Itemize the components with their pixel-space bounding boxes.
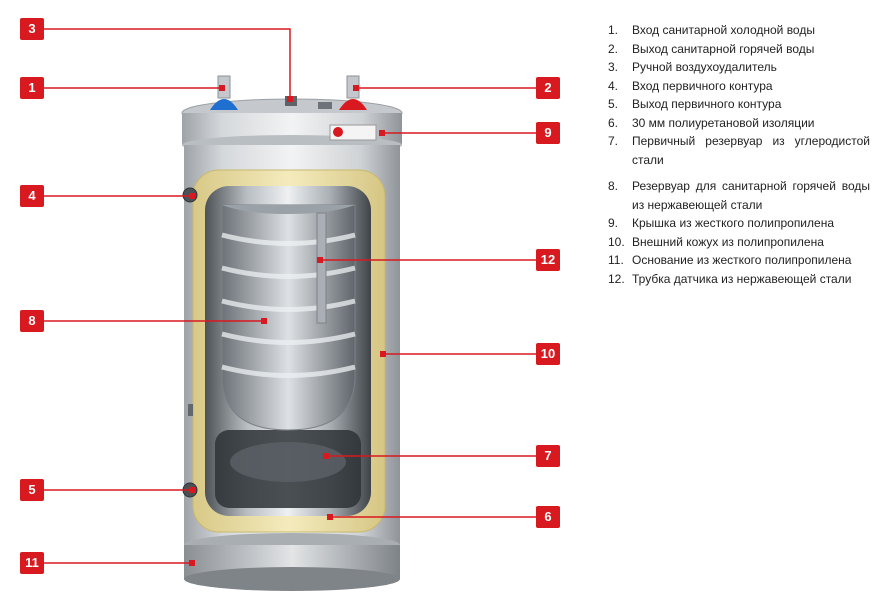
legend-text: Первичный резервуар из углеродистой стал… bbox=[632, 134, 870, 167]
callout-6: 6 bbox=[536, 506, 560, 528]
legend-number: 1. bbox=[608, 23, 619, 37]
leader-3 bbox=[44, 28, 291, 98]
legend-list: 1. Вход санитарной холодной воды 2. Выход … bbox=[608, 21, 870, 288]
cold-water-inlet bbox=[210, 75, 238, 110]
legend-text: Выход первичного контура bbox=[632, 97, 782, 111]
callout-2: 2 bbox=[536, 77, 560, 99]
callout-10: 10 bbox=[536, 343, 560, 365]
callout-11: 11 bbox=[20, 552, 44, 574]
callout-4: 4 bbox=[20, 185, 44, 207]
legend-item-4: 4. Вход первичного контура bbox=[608, 77, 870, 96]
legend-number: 5. bbox=[608, 97, 619, 111]
legend-item-12: 12. Трубка датчика из нержавеющей стали bbox=[608, 270, 870, 289]
legend-item-1: 1. Вход санитарной холодной воды bbox=[608, 21, 870, 40]
legend-item-6: 6. 30 мм полиуретановой изоляции bbox=[608, 114, 870, 133]
dhw-tank bbox=[221, 204, 356, 431]
legend-text: Вход санитарной холодной воды bbox=[632, 23, 815, 37]
legend-number: 2. bbox=[608, 41, 619, 56]
legend-text: Трубка датчика из нержавеющей стали bbox=[632, 271, 852, 286]
legend-text: 30 мм полиуретановой изоляции bbox=[632, 115, 815, 130]
legend-number: 9. bbox=[608, 216, 619, 230]
brand-badge bbox=[329, 124, 377, 141]
legend-text: Резервуар для санитарной горячей воды из… bbox=[632, 179, 870, 212]
callout-12: 12 bbox=[536, 249, 560, 271]
legend-item-3: 3. Ручной воздухоудалитель bbox=[608, 58, 870, 77]
legend-item-9: 9. Крышка из жесткого полипропилена bbox=[608, 214, 870, 233]
callout-7: 7 bbox=[536, 445, 560, 467]
legend-number: 11. bbox=[608, 253, 624, 267]
legend-number: 12. bbox=[608, 271, 625, 286]
legend-text: Ручной воздухоудалитель bbox=[632, 60, 777, 74]
legend-number: 7. bbox=[608, 134, 619, 148]
legend-text: Вход первичного контура bbox=[632, 78, 773, 93]
base bbox=[184, 545, 400, 591]
side-port bbox=[188, 404, 193, 416]
legend-item-5: 5. Выход первичного контура bbox=[608, 95, 870, 114]
leader-lines bbox=[44, 28, 536, 564]
leader-dots bbox=[189, 85, 386, 566]
callout-3: 3 bbox=[20, 18, 44, 40]
legend-text: Крышка из жесткого полипропилена bbox=[632, 216, 834, 230]
legend-number: 3. bbox=[608, 60, 619, 74]
legend-number: 4. bbox=[608, 78, 619, 93]
legend-number: 6. bbox=[608, 115, 619, 130]
legend-text: Выход санитарной горячей воды bbox=[632, 41, 815, 56]
heat-exchanger-coil bbox=[221, 232, 356, 378]
legend-item-11: 11. Основание из жесткого полипропилена bbox=[608, 251, 870, 270]
legend-item-8: 8. Резервуар для санитарной горячей воды … bbox=[608, 177, 870, 214]
callout-1: 1 bbox=[20, 77, 44, 99]
legend-number: 10. bbox=[608, 234, 625, 249]
legend-item-7: 7. Первичный резервуар из углеродистой ст… bbox=[608, 132, 870, 169]
legend-text: Основание из жесткого полипропилена bbox=[632, 253, 852, 267]
legend-item-10: 10. Внешний кожух из полипропилена bbox=[608, 233, 870, 252]
callout-8: 8 bbox=[20, 310, 44, 332]
hot-water-outlet bbox=[339, 75, 367, 110]
callout-9: 9 bbox=[536, 122, 560, 144]
legend-text: Внешний кожух из полипропилена bbox=[632, 234, 824, 249]
sensor-tube bbox=[316, 212, 327, 324]
legend-item-2: 2. Выход санитарной горячей воды bbox=[608, 40, 870, 59]
callout-5: 5 bbox=[20, 479, 44, 501]
legend-number: 8. bbox=[608, 179, 619, 193]
